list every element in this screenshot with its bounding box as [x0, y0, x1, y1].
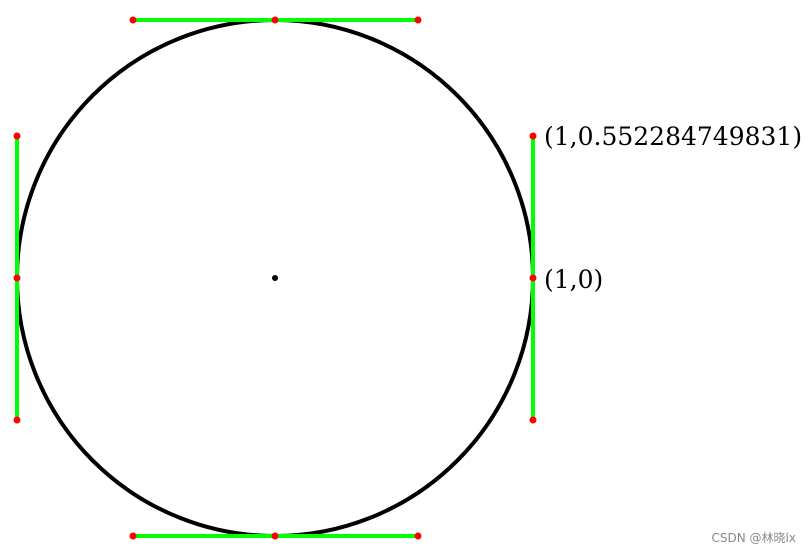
control-point-right-top	[529, 132, 537, 140]
watermark: CSDN @林晓lx	[712, 531, 796, 545]
anchor-point-top	[271, 16, 279, 24]
anchor-point-label: (1,0)	[544, 265, 603, 294]
anchor-point-right	[529, 274, 537, 282]
anchor-point-left	[13, 274, 21, 282]
control-point-label: (1,0.552284749831)	[544, 122, 802, 151]
control-point-right-bottom	[529, 416, 537, 424]
anchor-point-bottom	[271, 532, 279, 540]
control-point-left-bottom	[13, 416, 21, 424]
control-point-top-right	[414, 16, 422, 24]
control-point-left-top	[13, 132, 21, 140]
control-point-bottom-right	[414, 532, 422, 540]
center-point	[272, 275, 278, 281]
control-point-bottom-left	[129, 532, 137, 540]
control-point-top-left	[129, 16, 137, 24]
